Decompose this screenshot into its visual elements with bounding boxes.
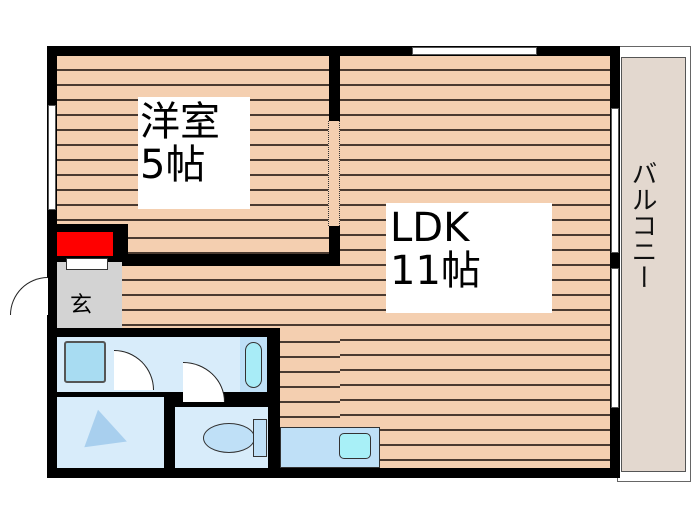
shoe-cabinet xyxy=(66,258,108,270)
western-room-label: 洋室 5帖 xyxy=(138,97,250,209)
wash-basin xyxy=(64,341,106,383)
western-room-name: 洋室 xyxy=(140,99,220,145)
ldk-size: 11帖 xyxy=(390,248,481,295)
entrance-label: 玄 xyxy=(70,293,93,318)
ldk-floor xyxy=(340,56,610,468)
toilet-tank xyxy=(253,419,267,457)
entrance-door[interactable] xyxy=(10,277,48,315)
bathtub-basin xyxy=(245,342,262,388)
bathroom xyxy=(57,397,164,468)
western-room-size: 5帖 xyxy=(140,142,206,189)
sliding-door[interactable] xyxy=(328,121,340,226)
balcony xyxy=(621,57,686,472)
window-balcony-upper[interactable] xyxy=(611,108,619,253)
entrance xyxy=(57,262,122,328)
ldk-floor-left xyxy=(122,266,340,328)
window-top[interactable] xyxy=(412,47,537,55)
ldk-name: LDK xyxy=(390,205,470,251)
kitchen-sink xyxy=(339,433,371,459)
balcony-label: バルコニー xyxy=(627,160,657,290)
western-room-floor-lower xyxy=(128,224,329,254)
toilet-icon xyxy=(203,423,255,453)
storage-closet xyxy=(57,232,113,256)
ldk-label: LDK 11帖 xyxy=(386,203,552,313)
window-balcony-lower[interactable] xyxy=(611,268,619,408)
window-left[interactable] xyxy=(48,105,56,210)
